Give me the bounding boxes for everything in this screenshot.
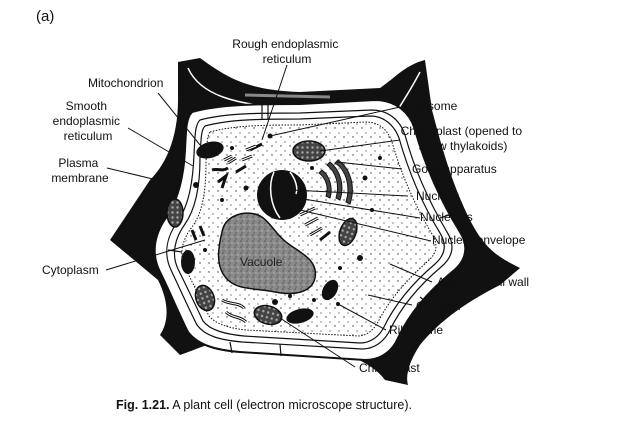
label-rough-er: Rough endoplasmic reticulum (232, 37, 341, 66)
leader-cytoplasm (105, 239, 206, 271)
mitochondrion (321, 279, 339, 301)
panel-label: (a) (36, 8, 55, 25)
label-cytoplasm: Cytoplasm (42, 263, 99, 277)
label-golgi: Golgi apparatus (412, 162, 497, 176)
leader-golgi (336, 161, 403, 170)
vacuole-label: Vacuole (240, 255, 283, 269)
label-ribosome: Ribosome (389, 323, 443, 337)
leader-adjacent-cell-wall (389, 263, 433, 283)
label-cell-wall: Cell wall (416, 299, 461, 313)
leader-nucleus (291, 189, 409, 197)
leader-cell-wall (367, 294, 413, 306)
label-lysosome: Lysosome (403, 99, 458, 113)
label-nucleus: Nucleus (416, 189, 459, 203)
nuclear-envelope-pore (269, 171, 281, 219)
chloroplast (194, 284, 216, 312)
mitochondria (181, 141, 339, 324)
leader-lysosome (269, 106, 401, 137)
label-chloroplast: Chloroplast (359, 361, 420, 375)
leader-chloroplast-opened (319, 139, 401, 152)
mitochondrion (181, 250, 195, 274)
chloroplast (338, 217, 358, 247)
chloroplasts (166, 140, 358, 326)
label-nuclear-envelope: Nuclear envelope (432, 233, 526, 247)
label-mitochondrion: Mitochondrion (88, 76, 163, 90)
figure-number: Fig. 1.21. (116, 398, 170, 412)
label-smooth-er: Smooth endoplasmic reticulum (53, 99, 124, 143)
ribosomes (193, 133, 382, 306)
label-nucleolus: Nucleolus (420, 210, 473, 224)
er-inner (221, 145, 323, 323)
label-adjacent-cell-wall: Adjacent cell wall (437, 275, 529, 289)
leader-nuclear-envelope (299, 209, 432, 242)
leader-plasma-membrane (106, 167, 158, 181)
label-plasma-membrane: Plasma membrane (51, 156, 109, 185)
nucleus (257, 170, 307, 220)
chloroplast-opened (292, 140, 326, 162)
leader-rough-er (261, 64, 288, 141)
figure-caption-text: A plant cell (electron microscope struct… (169, 398, 412, 412)
mitochondrion (196, 141, 224, 159)
leader-chloroplast (279, 317, 356, 368)
leader-mitochondrion (157, 92, 201, 146)
vacuole (217, 212, 317, 295)
figure-caption: Fig. 1.21. A plant cell (electron micros… (116, 398, 412, 412)
leader-ribosome (337, 303, 387, 331)
leader-nucleolus (284, 195, 421, 219)
leader-smooth-er (127, 127, 194, 167)
chloroplast (166, 198, 184, 228)
label-chloroplast-opened: Chloroplast (opened to show thylakoids) (401, 124, 526, 153)
mitochondrion (286, 308, 314, 324)
leader-lines (105, 64, 433, 368)
